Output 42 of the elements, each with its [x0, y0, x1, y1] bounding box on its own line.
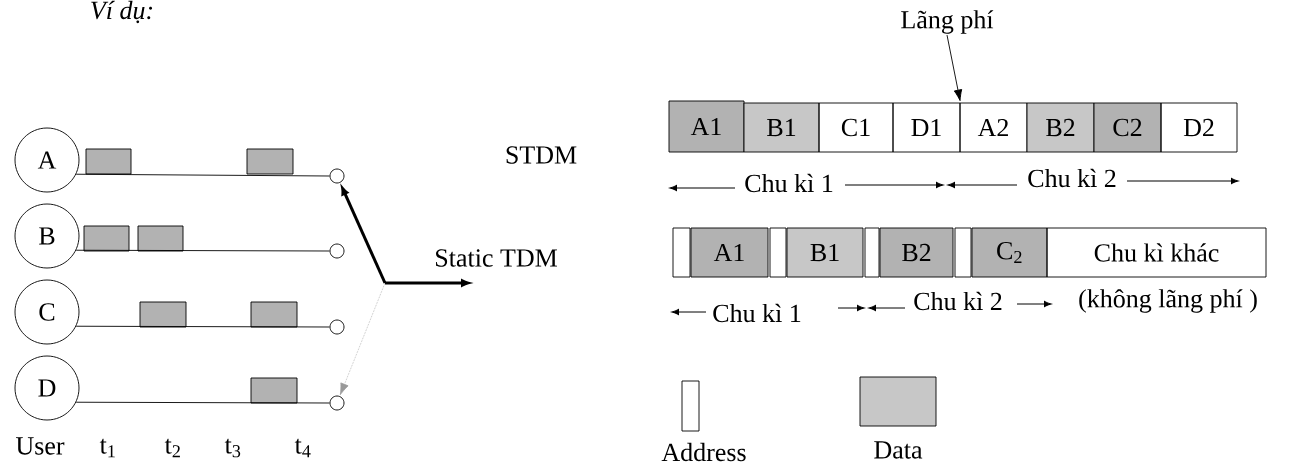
period-label: (không lãng phí ): [1079, 289, 1257, 313]
axis-label: t$_{1}$: [99, 438, 115, 458]
connector-line: [75, 401, 330, 404]
data-slot: B2: [879, 227, 954, 278]
axis-label: t$_{2}$: [164, 438, 180, 458]
legend-label: Address: [661, 442, 746, 462]
arrow: [340, 282, 386, 395]
data-slot: C$_{2}$: [971, 227, 1048, 278]
connector-line: [75, 249, 330, 252]
terminal-circle: [329, 168, 345, 184]
connector-line: [75, 325, 330, 328]
period-label: Chu kì 1: [745, 173, 833, 193]
terminal-circle: [329, 319, 345, 335]
address-slot: [864, 227, 880, 278]
data-slot: B1: [743, 102, 820, 153]
data-slot: B2: [1026, 102, 1095, 153]
axis-label: t$_{3}$: [224, 438, 241, 458]
callout-text: Lãng phí: [901, 10, 994, 34]
time-slot: C1: [818, 102, 894, 153]
data-slot: A1: [690, 227, 769, 278]
address-slot: [769, 227, 787, 278]
terminal-circle: [329, 243, 345, 259]
period-label: Chu kì 2: [914, 291, 1002, 311]
row-label: STDM: [506, 146, 577, 164]
period-label: Chu kì 2: [1028, 168, 1116, 188]
connector-line: [75, 173, 330, 177]
legend-label: Data: [874, 441, 923, 459]
time-slot: Chu kì khác: [1046, 227, 1267, 278]
time-slot: D1: [892, 102, 961, 153]
arrow: [341, 186, 387, 284]
terminal-circle: [329, 395, 345, 411]
leader-line: [946, 34, 963, 102]
output-label: Static TDM: [436, 249, 557, 267]
address-slot: [954, 227, 972, 278]
address-slot: [672, 227, 691, 278]
axis-label: t$_{4}$: [294, 438, 311, 458]
time-slot: D2: [1160, 102, 1238, 153]
period-label: Chu kì 1: [713, 303, 801, 323]
data-slot: B1: [786, 227, 864, 278]
data-slot: C2: [1093, 102, 1162, 153]
data-slot: A1: [668, 100, 745, 153]
heading: Ví dụ:: [91, 0, 153, 24]
